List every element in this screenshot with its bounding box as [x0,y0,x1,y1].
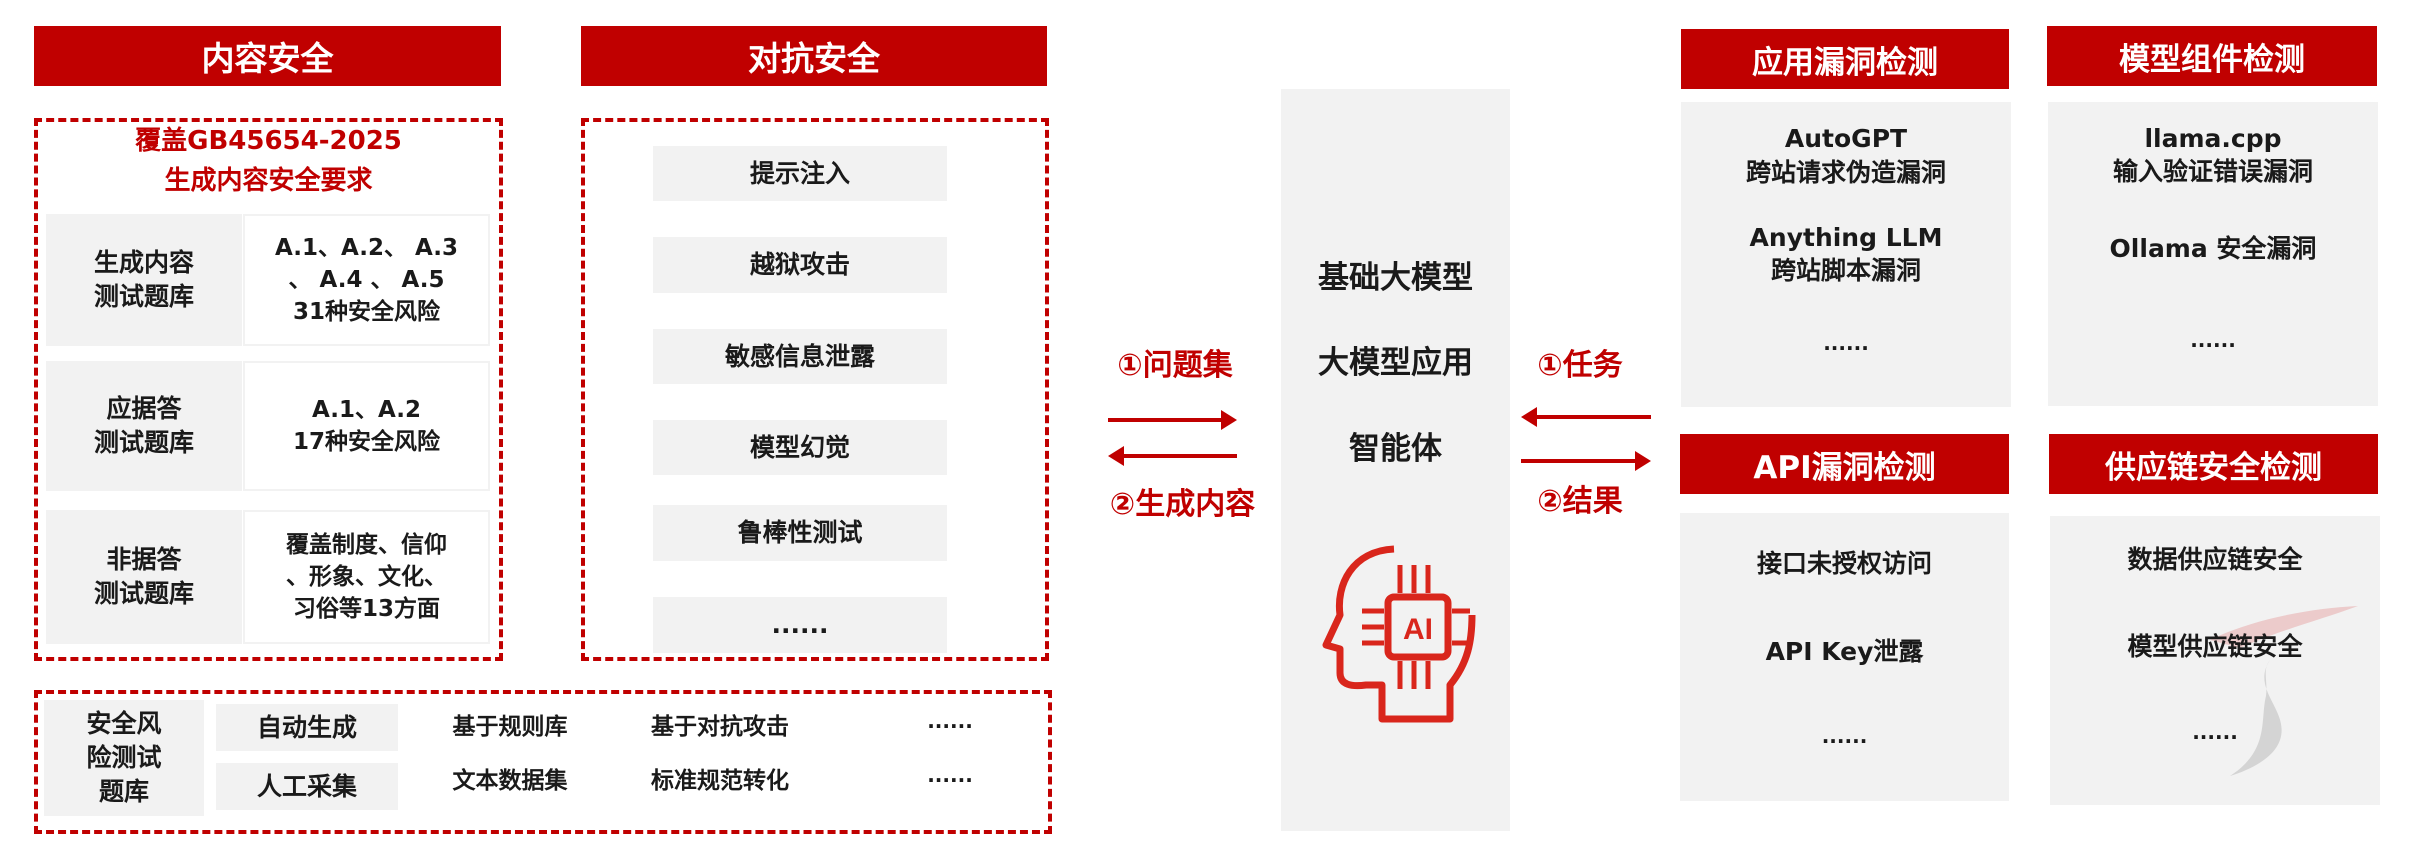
flow-result: ②结果 [1537,484,1623,519]
label-line: 险测试 [86,743,162,772]
content-security-header: 内容安全 [34,26,501,86]
more-item: ...... [2192,720,2238,744]
flow-question-set: ①问题集 [1117,348,1233,383]
label-line: 题库 [98,777,149,806]
adversarial-security-header: 对抗安全 [581,26,1047,86]
ai-head-icon: AI [1322,545,1476,723]
adversarial-security-panel [581,118,1049,661]
app-vuln-header: 应用漏洞检测 [1681,29,2009,89]
model-component-header: 模型组件检测 [2047,26,2377,86]
arrow-left-icon [1521,407,1651,427]
more-item: ...... [2190,328,2236,352]
attack-item: 提示注入 [653,146,947,201]
content-security-panel [34,118,503,661]
arrow-left-icon [1108,446,1237,466]
api-vuln-panel [1680,513,2009,801]
desc-line: 31种安全风险 [292,299,440,325]
flow-task: ①任务 [1537,348,1623,383]
vuln-product: AutoGPT [1784,124,1908,153]
arrow-right-icon [1108,410,1237,430]
library-label-refuse: 非据答测试题库 [46,510,242,644]
desc-line: 、 A.4 、 A.5 [288,267,445,293]
app-vuln-panel [1681,102,2011,407]
library-desc-should-answer: A.1、A.2 17种安全风险 [243,361,490,491]
ai-icon-label: AI [1403,613,1433,646]
vuln-name: 输入验证错误漏洞 [2112,157,2313,186]
brush-watermark-icon [2210,606,2358,776]
target-foundation-model: 基础大模型 [1318,260,1473,296]
library-desc-refuse: 覆盖制度、信仰、形象、文化、习俗等13方面 [243,510,490,644]
attack-item: 鲁棒性测试 [653,505,947,561]
library-desc-generated: A.1、A.2、 A.3 、 A.4 、 A.5 31种安全风险 [243,214,490,346]
label-line: 生成内容 [93,248,194,277]
desc-line: 、形象、文化、 [286,564,447,590]
target-llm-app: 大模型应用 [1318,345,1473,381]
model-component-panel [2048,102,2378,406]
label-line: 测试题库 [93,579,194,608]
api-vuln-item: API Key泄露 [1765,637,1924,666]
label-line: 测试题库 [93,282,194,311]
component-name: llama.cpp [2144,124,2282,153]
supply-chain-header: 供应链安全检测 [2049,434,2378,494]
desc-line: 覆盖制度、信仰 [286,532,447,558]
vuln-name: Ollama 安全漏洞 [2109,234,2317,263]
desc-line: 17种安全风险 [292,429,440,455]
method-auto: 自动生成 [216,704,398,751]
standard-line-2: 生成内容安全要求 [164,166,373,196]
library-label-should-answer: 应据答测试题库 [46,361,242,491]
arrow-right-icon [1521,451,1651,471]
test-library-label: 安全风险测试题库 [44,700,204,816]
vuln-product: Anything LLM [1749,223,1943,252]
vuln-name: 跨站脚本漏洞 [1770,256,1921,285]
label-line: 应据答 [106,394,182,423]
supply-chain-item: 数据供应链安全 [2127,545,2303,574]
attack-item: ...... [653,597,947,653]
attack-item: 敏感信息泄露 [653,329,947,384]
desc-line: A.1、A.2、 A.3 [275,235,458,261]
attack-item: 模型幻觉 [653,420,947,475]
attack-item: 越狱攻击 [653,237,947,293]
flow-generated-content: ②生成内容 [1109,487,1256,522]
supply-chain-panel [2050,516,2380,805]
more-item: ...... [1823,331,1869,355]
model-target-panel [1281,89,1510,831]
supply-chain-item: 模型供应链安全 [2127,632,2303,661]
api-vuln-item: 接口未授权访问 [1756,549,1932,578]
label-line: 测试题库 [93,428,194,457]
more-item: ...... [1821,724,1868,748]
vuln-name: 跨站请求伪造漏洞 [1745,158,1946,187]
source-item: 标准规范转化 [651,768,789,794]
standard-line-1: 覆盖GB45654-2025 [135,126,402,156]
test-library-panel [34,690,1052,834]
desc-line: A.1、A.2 [312,397,421,423]
more-item: ...... [927,763,973,787]
source-item: 基于对抗攻击 [651,714,789,740]
library-label-generated: 生成内容测试题库 [46,214,242,346]
source-item: 基于规则库 [452,714,568,740]
more-item: ...... [927,709,973,733]
source-item: 文本数据集 [452,768,568,794]
method-manual: 人工采集 [216,763,398,810]
desc-line: 习俗等13方面 [292,596,440,622]
label-line: 非据答 [106,545,182,574]
target-agent: 智能体 [1349,431,1442,467]
api-vuln-header: API漏洞检测 [1680,434,2009,494]
label-line: 安全风 [86,709,162,738]
